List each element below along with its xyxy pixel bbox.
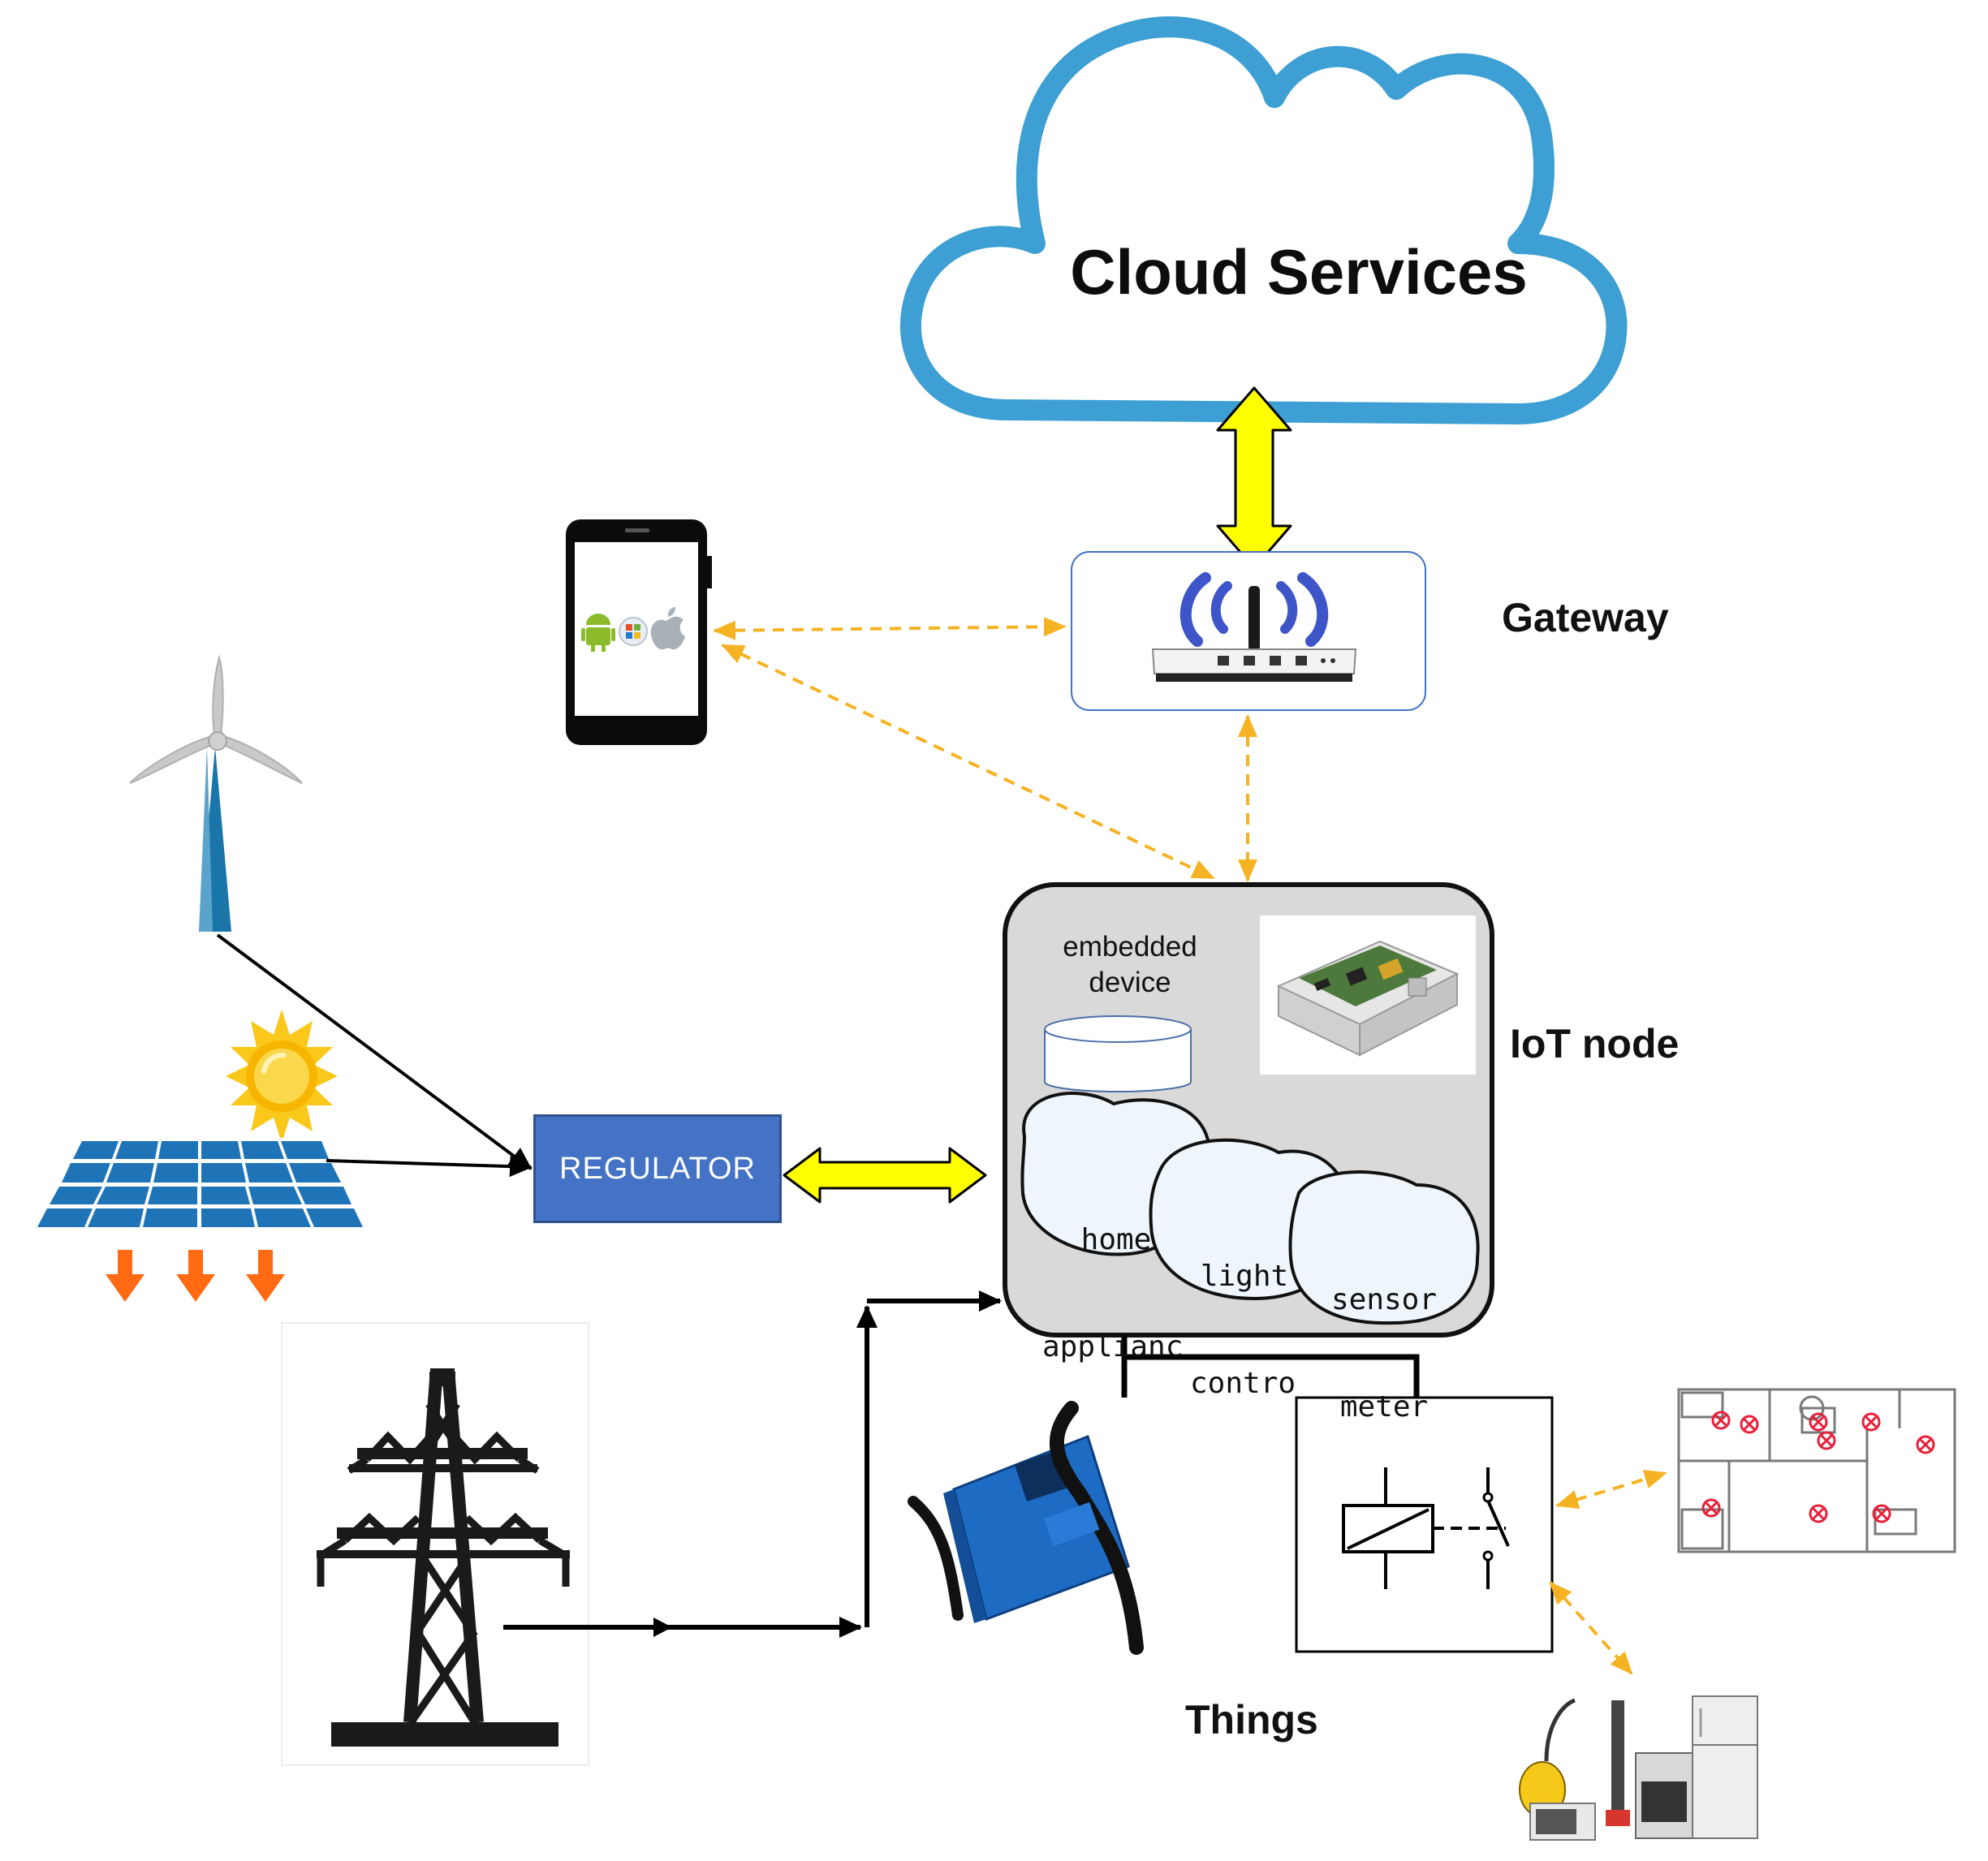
wind-to-regulator-arrow: [216, 933, 533, 1170]
regulator-label: REGULATOR: [559, 1151, 756, 1186]
router-icon: [1151, 572, 1357, 682]
floor-plan-image: [1674, 1380, 1960, 1560]
sensor-meter-bubble: [1288, 1170, 1480, 1325]
sun-icon: [226, 1010, 338, 1143]
cloud-icon: [899, 16, 1628, 424]
energy-down-arrows: [106, 1250, 285, 1302]
home-appliance-line2: applianc: [1042, 1330, 1184, 1363]
apple-icon: [650, 607, 685, 650]
phone-gateway-dashed-link: [713, 617, 1067, 640]
relay-floorplan-dashed-link: [1555, 1469, 1667, 1510]
database-icon: [1044, 1015, 1192, 1092]
regulator-iot-double-arrow: [783, 1147, 987, 1204]
relay-box: [1295, 1396, 1554, 1653]
grid-to-iot-connection: [503, 1290, 1002, 1638]
solar-to-regulator-arrow: [326, 1156, 533, 1178]
sensor-meter-line1: sensor: [1330, 1283, 1438, 1316]
windows-icon: [619, 617, 648, 646]
current-sensor-image: [908, 1401, 1184, 1655]
power-pylon-image: [281, 1322, 589, 1766]
things-label: Things: [1185, 1697, 1318, 1743]
wind-turbine-icon: [129, 654, 303, 932]
embedded-device-label: embedded device: [1033, 929, 1227, 1001]
relay-appliances-dashed-link: [1549, 1581, 1633, 1675]
home-appliance-text: home applianc: [1039, 1151, 1193, 1401]
embedded-board-image: [1260, 915, 1476, 1075]
sensor-meter-text: sensor meter: [1319, 1211, 1449, 1461]
iot-node-label: IoT node: [1510, 1021, 1680, 1066]
solar-panel-icon: [28, 1138, 363, 1227]
regulator-box: REGULATOR: [533, 1114, 782, 1223]
appliances-image: [1503, 1680, 1771, 1842]
iot-to-relay-connection: [1121, 1335, 1420, 1398]
cloud-services-title: Cloud Services: [1070, 236, 1528, 308]
light-control-line1: light: [1200, 1260, 1289, 1293]
light-control-text: light contro: [1184, 1187, 1305, 1437]
smartphone-icon: [566, 519, 712, 745]
embedded-label-line1: embedded: [1063, 931, 1197, 963]
sensor-meter-line2: meter: [1339, 1390, 1429, 1424]
android-icon: [581, 614, 615, 652]
phone-iot-dashed-link: [721, 644, 1215, 880]
light-control-line2: contro: [1190, 1367, 1296, 1400]
home-appliance-line1: home: [1080, 1223, 1152, 1256]
gateway-label: Gateway: [1502, 595, 1669, 640]
embedded-label-line2: device: [1089, 967, 1171, 998]
